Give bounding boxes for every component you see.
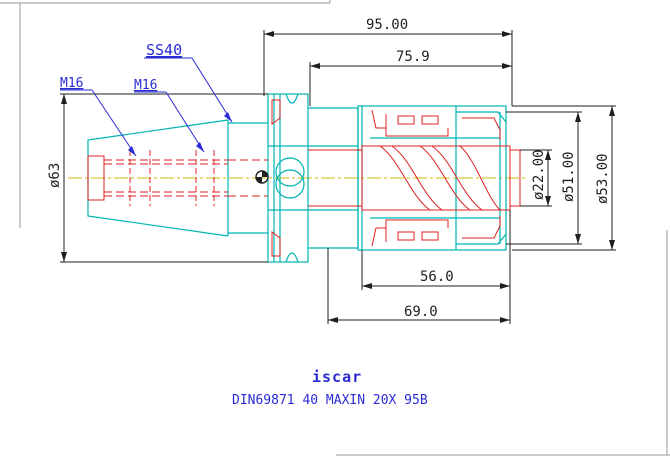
dim-diameter-51: ø51.00: [561, 151, 577, 202]
dim-length-69: 69.0: [404, 304, 438, 320]
dim-length-56: 56.0: [420, 269, 454, 285]
brand-logo: iscar: [312, 368, 362, 386]
dim-overall-length: 95.00: [366, 17, 408, 33]
dim-diameter-22: ø22.00: [531, 149, 547, 200]
callout-thread-outer: M16: [60, 76, 83, 91]
callout-taper: SS40: [146, 41, 182, 59]
dim-diameter-53: ø53.00: [595, 153, 611, 204]
set-screw-symbol: [255, 170, 269, 184]
dim-cutter-length: 75.9: [396, 49, 430, 65]
tool-designation: DIN69871 40 MAXIN 20X 95B: [232, 393, 428, 408]
callout-thread-inner: M16: [134, 78, 157, 93]
dim-diameter-63: ø63: [47, 163, 63, 188]
dimension-lines: [60, 30, 616, 324]
internal-details: [87, 99, 521, 257]
callout-leaders: [60, 57, 233, 157]
